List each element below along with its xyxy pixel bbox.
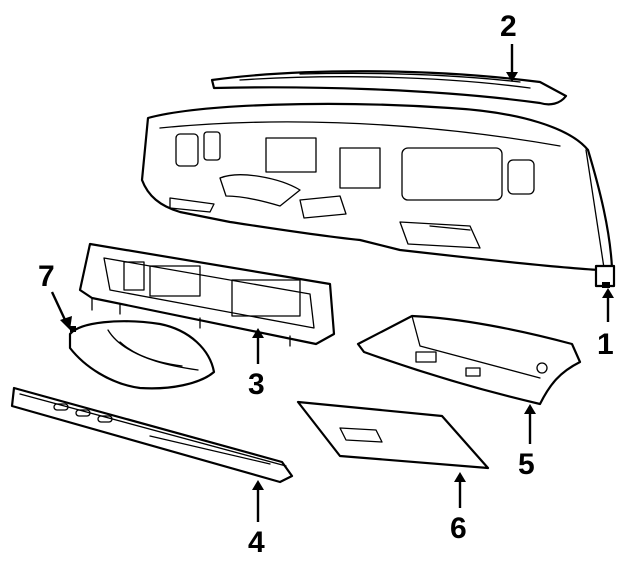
callout-2: 2	[500, 10, 517, 43]
callout-7: 7	[38, 260, 55, 293]
glove-box-bin	[356, 314, 582, 406]
callout-3: 3	[248, 368, 265, 401]
instrument-panel	[140, 102, 616, 288]
callout-4: 4	[248, 526, 265, 559]
cluster-bezel	[78, 242, 336, 347]
callout-5: 5	[518, 448, 535, 481]
column-cover	[68, 320, 216, 390]
callout-1: 1	[597, 328, 614, 361]
defroster-grille	[210, 70, 568, 106]
callout-6: 6	[450, 512, 467, 545]
leader-lines	[50, 44, 614, 522]
lower-trim-panel	[10, 386, 294, 484]
glove-box-door	[296, 400, 490, 470]
